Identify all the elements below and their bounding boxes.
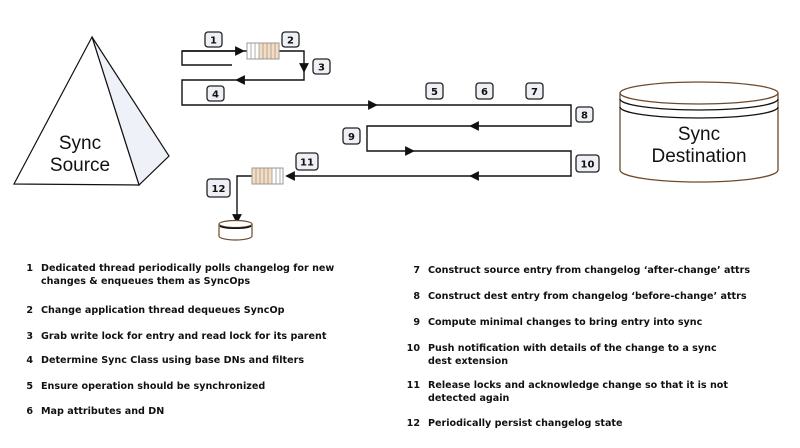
badge-2: 2 <box>281 31 300 48</box>
svg-text:11: 11 <box>300 158 314 169</box>
syncop-queue-inbound <box>246 42 280 60</box>
step-number: 1 <box>26 263 33 274</box>
source-label-line2: Source <box>50 155 110 176</box>
svg-text:6: 6 <box>481 87 488 98</box>
badge-6: 6 <box>475 82 494 100</box>
svg-text:1: 1 <box>210 36 217 47</box>
svg-text:12: 12 <box>212 184 226 195</box>
badge-12: 12 <box>206 178 231 198</box>
step-number: 9 <box>413 317 420 328</box>
svg-text:8: 8 <box>581 111 588 122</box>
step-number: 2 <box>26 305 33 316</box>
badge-8: 8 <box>575 106 594 123</box>
badge-10: 10 <box>575 154 600 173</box>
step-number: 11 <box>406 380 420 391</box>
step-number: 7 <box>413 265 420 276</box>
step-number: 6 <box>26 406 33 417</box>
source-label-line1: Sync <box>59 133 101 154</box>
svg-text:4: 4 <box>212 90 219 101</box>
sync-source-pyramid: Sync Source <box>13 35 170 187</box>
badge-11: 11 <box>295 152 319 171</box>
svg-text:10: 10 <box>581 160 595 171</box>
badge-9: 9 <box>342 127 361 145</box>
step-text: Construct dest entry from changelog ‘bef… <box>428 291 747 302</box>
badge-3: 3 <box>312 58 331 75</box>
destination-label-line1: Sync <box>678 124 720 145</box>
step-text: Dedicated thread periodically polls chan… <box>41 263 335 287</box>
step-number: 8 <box>413 291 420 302</box>
step-text: Determine Sync Class using base DNs and … <box>41 355 305 366</box>
changelog-state-store-icon <box>218 219 253 241</box>
ack-queue <box>251 167 284 185</box>
badge-5: 5 <box>425 82 444 100</box>
step-number: 10 <box>406 343 420 354</box>
step-text: Construct source entry from changelog ‘a… <box>428 265 751 276</box>
badge-1: 1 <box>204 31 223 48</box>
step-text: Push notification with details of the ch… <box>428 343 717 367</box>
badge-7: 7 <box>525 82 544 100</box>
destination-label-line2: Destination <box>651 146 746 167</box>
badge-4: 4 <box>206 85 225 102</box>
svg-text:2: 2 <box>287 36 294 47</box>
svg-text:5: 5 <box>431 87 438 98</box>
svg-text:7: 7 <box>531 87 538 98</box>
step-text: Compute minimal changes to bring entry i… <box>428 317 703 328</box>
step-number: 4 <box>26 355 33 366</box>
svg-text:3: 3 <box>318 63 325 74</box>
flow-path <box>181 46 572 224</box>
step-text: Ensure operation should be synchronized <box>41 381 266 392</box>
sync-destination-cylinder: Sync Destination <box>619 81 779 183</box>
step-text: Periodically persist changelog state <box>428 418 623 429</box>
step-number: 12 <box>406 418 420 429</box>
step-text: Grab write lock for entry and read lock … <box>41 331 327 342</box>
step-text: Release locks and acknowledge change so … <box>428 380 728 404</box>
step-text: Map attributes and DN <box>41 406 165 417</box>
step-number: 5 <box>26 381 33 392</box>
step-text: Change application thread dequeues SyncO… <box>41 305 285 316</box>
svg-text:9: 9 <box>348 132 355 143</box>
step-number: 3 <box>26 331 33 342</box>
